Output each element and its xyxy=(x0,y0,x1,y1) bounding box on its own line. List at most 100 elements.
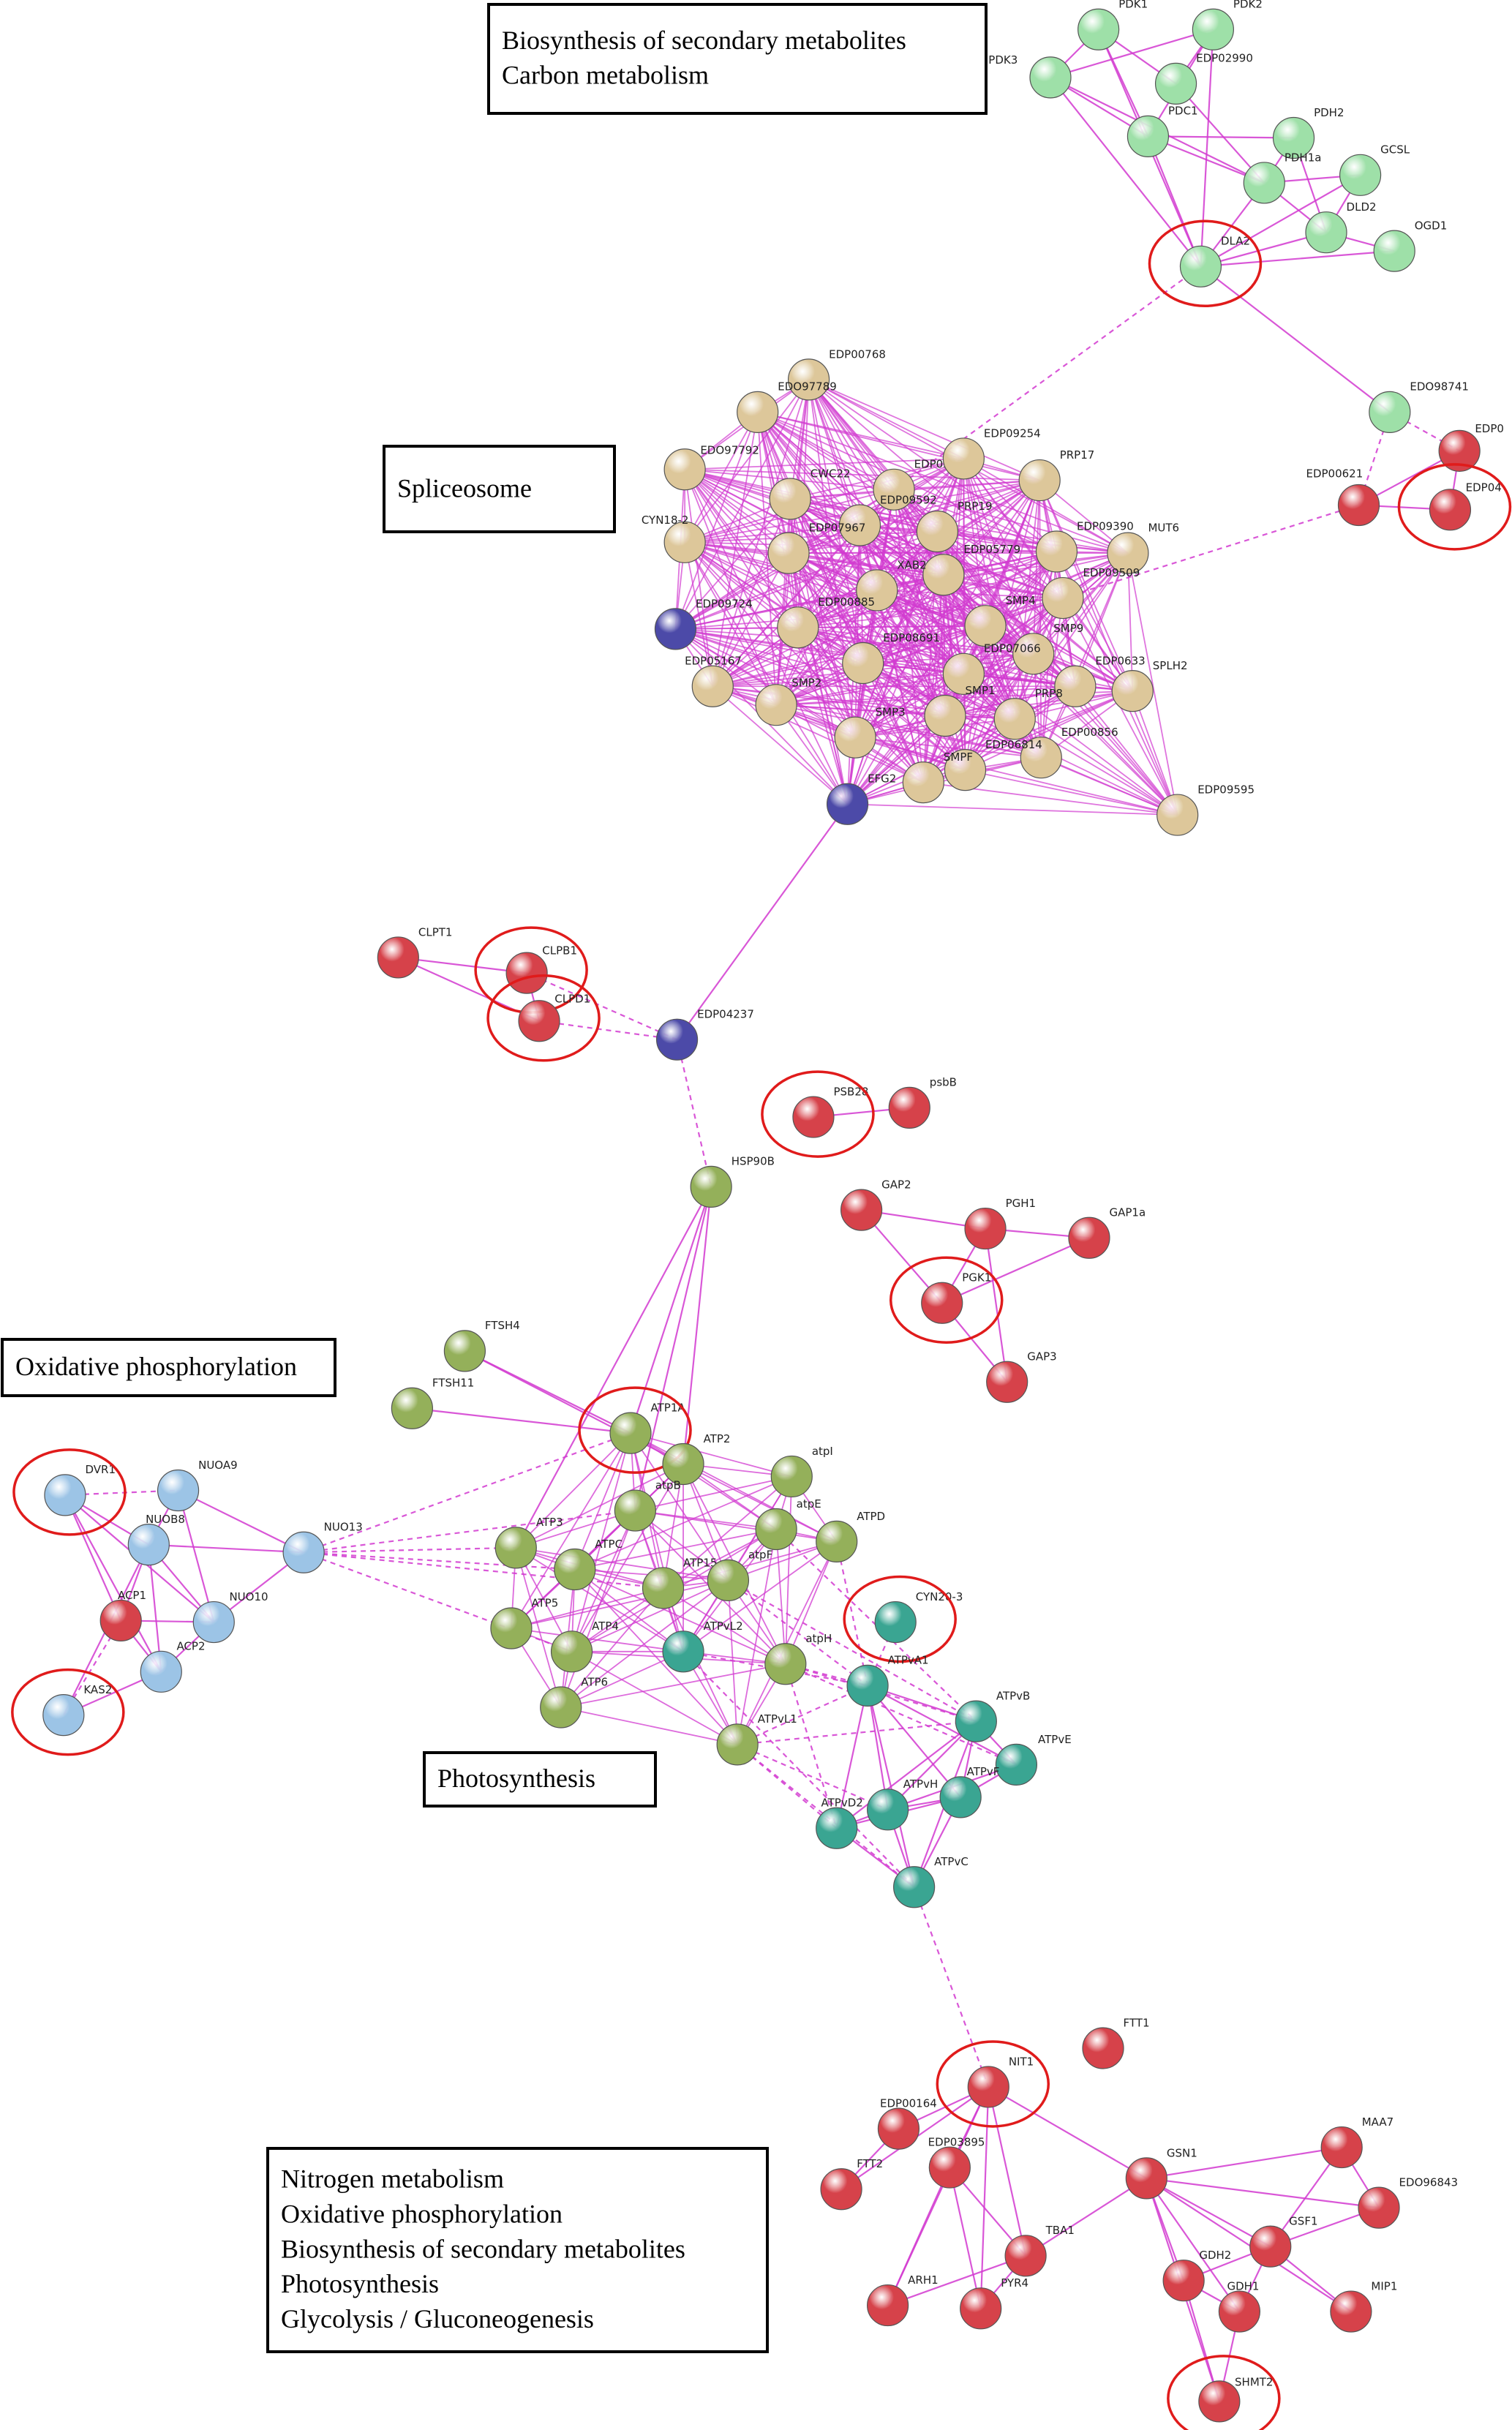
node-MUT6[interactable]: MUT6 xyxy=(1107,521,1179,574)
node-ATPvF[interactable]: ATPvF xyxy=(939,1765,999,1818)
node-DLA2[interactable]: DLA2 xyxy=(1148,219,1263,308)
node-ATPvE[interactable]: ATPvE xyxy=(995,1733,1072,1786)
node-ATPvB[interactable]: ATPvB xyxy=(955,1689,1030,1742)
node-EDP08691[interactable]: EDP08691 xyxy=(842,631,940,685)
node-EDP00621[interactable]: EDP00621 xyxy=(1306,467,1380,527)
node-EDP09254[interactable]: EDP09254 xyxy=(942,426,1041,480)
node-EDP00856[interactable]: EDP00856 xyxy=(1020,726,1118,779)
node-PDK3[interactable]: PDK3 xyxy=(988,53,1072,99)
node-EDP07066[interactable]: EDP07066 xyxy=(942,642,1041,695)
node-DLD2[interactable]: DLD2 xyxy=(1305,200,1377,254)
node-CYN18-2[interactable]: CYN18-2 xyxy=(642,514,706,563)
node-ATP6[interactable]: ATP6 xyxy=(540,1675,608,1729)
node-SMP4[interactable]: SMP4 xyxy=(964,594,1036,647)
node-SPLH2[interactable]: SPLH2 xyxy=(1111,659,1188,712)
node-GDH1[interactable]: GDH1 xyxy=(1218,2279,1261,2333)
node-ATP4[interactable]: ATP4 xyxy=(550,1620,619,1673)
node-EDP09592[interactable]: EDP09592 xyxy=(838,493,937,546)
node-ATPvL2[interactable]: ATPvL2 xyxy=(662,1620,743,1673)
node-ATPvL1[interactable]: ATPvL1 xyxy=(716,1712,797,1766)
node-ACP2[interactable]: ACP2 xyxy=(140,1640,206,1693)
node-GAP1a[interactable]: GAP1a xyxy=(1068,1206,1146,1259)
node-XAB2[interactable]: XAB2 xyxy=(856,558,927,612)
node-PGH1[interactable]: PGH1 xyxy=(964,1197,1036,1250)
node-GSN1[interactable]: GSN1 xyxy=(1125,2146,1197,2200)
node-PDH2[interactable]: PDH2 xyxy=(1272,106,1344,159)
node-EDP07967[interactable]: EDP07967 xyxy=(767,521,865,574)
node-NUO10[interactable]: NUO10 xyxy=(192,1590,268,1644)
node-CLPD1[interactable]: CLPD1 xyxy=(486,974,601,1062)
node-PSB28[interactable]: PSB28 xyxy=(761,1070,875,1158)
node-EDP05167[interactable]: EDP05167 xyxy=(685,655,742,707)
node-EDP02990[interactable]: EDP02990 xyxy=(1154,52,1253,105)
node-MAA7[interactable]: MAA7 xyxy=(1320,2115,1393,2169)
node-CWC22[interactable]: CWC22 xyxy=(769,467,851,520)
node-PRP19[interactable]: PRP19 xyxy=(916,500,993,553)
node-FTSH11[interactable]: FTSH11 xyxy=(391,1377,474,1429)
node-EDP0[interactable]: EDP0 xyxy=(1438,422,1504,472)
node-PDK2[interactable]: PDK2 xyxy=(1192,0,1263,50)
node-SMP1[interactable]: SMP1 xyxy=(924,684,996,737)
node-EDP09724[interactable]: EDP09724 xyxy=(654,597,753,650)
node-EDO97789[interactable]: EDO97789 xyxy=(737,380,837,433)
node-FTSH4[interactable]: FTSH4 xyxy=(443,1319,520,1372)
node-KAS2[interactable]: KAS2 xyxy=(11,1668,125,1756)
node-SHMT2[interactable]: SHMT2 xyxy=(1167,2355,1281,2430)
node-ATP1A[interactable]: ATP1A xyxy=(578,1386,692,1474)
node-EDP03895[interactable]: EDP03895 xyxy=(928,2135,985,2189)
node-NUOB8[interactable]: NUOB8 xyxy=(127,1513,185,1566)
node-atpH[interactable]: atpH xyxy=(764,1632,832,1685)
node-EDP09509[interactable]: EDP09509 xyxy=(1042,566,1140,620)
node-ATPvD2[interactable]: ATPvD2 xyxy=(816,1797,863,1849)
node-HSP90B[interactable]: HSP90B xyxy=(690,1155,775,1208)
node-EDP00768[interactable]: EDP00768 xyxy=(787,347,886,401)
node-GCSL[interactable]: GCSL xyxy=(1339,143,1410,196)
node-CLPT1[interactable]: CLPT1 xyxy=(377,925,452,979)
node-ATPD[interactable]: ATPD xyxy=(816,1510,885,1563)
node-psbB[interactable]: psbB xyxy=(888,1076,957,1129)
node-CYN20-3[interactable]: CYN20-3 xyxy=(843,1575,963,1663)
node-FTT2[interactable]: FTT2 xyxy=(820,2157,883,2211)
node-GSF1[interactable]: GSF1 xyxy=(1249,2214,1318,2268)
node-ATP3[interactable]: ATP3 xyxy=(494,1516,563,1569)
node-PRP17[interactable]: PRP17 xyxy=(1018,448,1094,502)
node-EDP06814[interactable]: EDP06814 xyxy=(944,738,1042,791)
node-ATP5[interactable]: ATP5 xyxy=(490,1596,558,1650)
node-PRP8[interactable]: PRP8 xyxy=(993,687,1063,740)
node-FTT1[interactable]: FTT1 xyxy=(1082,2016,1150,2069)
node-EDP09390[interactable]: EDP09390 xyxy=(1035,519,1134,573)
node-atpB[interactable]: atpB xyxy=(614,1478,681,1532)
node-EDO96843[interactable]: EDO96843 xyxy=(1358,2175,1458,2229)
node-EDP09595[interactable]: EDP09595 xyxy=(1156,783,1255,836)
node-atpF[interactable]: atpF xyxy=(707,1549,772,1601)
node-ATP2[interactable]: ATP2 xyxy=(662,1432,730,1486)
node-SMPF[interactable]: SMPF xyxy=(902,751,973,804)
node-GAP2[interactable]: GAP2 xyxy=(840,1178,911,1231)
node-SMP9[interactable]: SMP9 xyxy=(1012,622,1084,675)
node-PDC1[interactable]: PDC1 xyxy=(1127,105,1198,157)
node-SMP2[interactable]: SMP2 xyxy=(755,676,821,726)
node-atpE[interactable]: atpE xyxy=(755,1497,821,1551)
node-SMP3[interactable]: SMP3 xyxy=(834,706,906,759)
node-ATP15[interactable]: ATP15 xyxy=(642,1556,718,1609)
node-ATPvH[interactable]: ATPvH xyxy=(867,1778,939,1831)
node-EDO98741[interactable]: EDO98741 xyxy=(1369,380,1469,433)
node-EDP00885[interactable]: EDP00885 xyxy=(777,595,875,649)
node-EDP04237[interactable]: EDP04237 xyxy=(655,1008,754,1061)
node-PGK1[interactable]: PGK1 xyxy=(889,1256,1004,1344)
node-EDP00164[interactable]: EDP00164 xyxy=(877,2096,937,2150)
node-NUOA9[interactable]: NUOA9 xyxy=(157,1459,238,1512)
node-MIP1[interactable]: MIP1 xyxy=(1330,2279,1398,2333)
node-GAP3[interactable]: GAP3 xyxy=(986,1350,1057,1403)
node-ATPC[interactable]: ATPC xyxy=(554,1538,623,1591)
node-PYR4[interactable]: PYR4 xyxy=(960,2276,1028,2330)
node-ACP1[interactable]: ACP1 xyxy=(99,1589,146,1642)
node-EDP05779[interactable]: EDP05779 xyxy=(922,543,1020,596)
node-OGD1[interactable]: OGD1 xyxy=(1373,219,1447,272)
node-atpI[interactable]: atpI xyxy=(770,1445,833,1498)
node-TBA1[interactable]: TBA1 xyxy=(1004,2224,1075,2277)
node-NUO13[interactable]: NUO13 xyxy=(282,1521,363,1573)
node-EDO97792[interactable]: EDO97792 xyxy=(663,444,759,491)
node-ARH1[interactable]: ARH1 xyxy=(867,2273,939,2327)
node-GDH2[interactable]: GDH2 xyxy=(1162,2249,1231,2302)
